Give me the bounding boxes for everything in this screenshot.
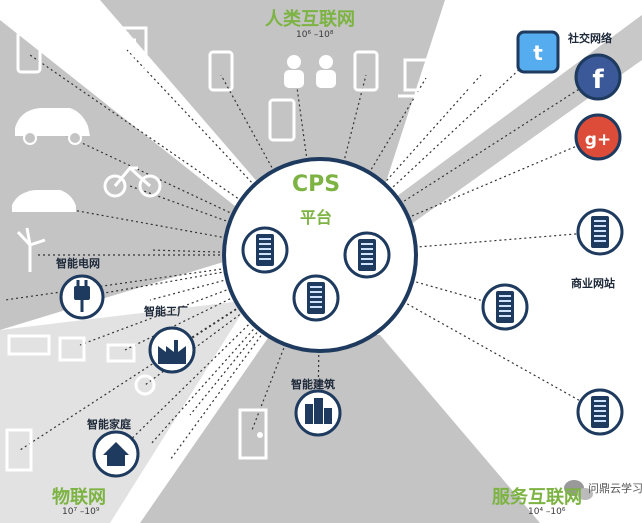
twitter-icon[interactable]: t	[516, 30, 560, 74]
building-icon	[294, 389, 342, 437]
door-icon	[238, 408, 268, 460]
internet-of-people-range: 10⁶ –10⁸	[296, 30, 334, 40]
server-slot	[310, 296, 322, 298]
misc-device-icons	[5, 334, 156, 472]
svg-text:f: f	[592, 65, 604, 95]
server-slot	[310, 286, 322, 288]
server-slot	[361, 248, 373, 250]
server-slot	[594, 225, 606, 227]
connector-line	[189, 254, 321, 416]
server-slot	[259, 243, 271, 245]
connector-line	[149, 254, 321, 301]
connector-line	[129, 185, 321, 256]
cps-hub-subtitle: 平台	[300, 208, 333, 227]
smart-factory-label: 智能工厂	[144, 305, 188, 318]
internet-of-things-range: 10⁷ –10⁹	[62, 507, 100, 517]
server-slot	[594, 230, 606, 232]
server-slot	[594, 240, 606, 242]
sector-bottom	[140, 335, 540, 523]
svg-text:g+: g+	[585, 130, 611, 150]
internet-of-services-title: 服务互联网	[492, 487, 582, 508]
server-slot	[499, 315, 511, 317]
factory-icon	[148, 326, 196, 374]
server-slot	[259, 238, 271, 240]
bicycle-icon	[103, 165, 162, 198]
server-slot	[361, 258, 373, 260]
cps-hub-title: CPS	[292, 172, 341, 197]
connector-line	[319, 77, 427, 256]
business-site-label: 商业网站	[571, 277, 615, 290]
google-plus-icon[interactable]: g+	[574, 113, 622, 161]
plug-icon	[59, 274, 105, 320]
connector-line	[29, 54, 321, 256]
connector-line	[171, 254, 321, 351]
server-slot	[594, 420, 606, 422]
server-slot	[499, 300, 511, 302]
watermark: 问鼎云学习	[588, 482, 642, 495]
connector-line	[4, 254, 321, 301]
svg-text:t: t	[533, 41, 543, 65]
wechat-icon	[564, 480, 593, 500]
facebook-icon[interactable]: f	[574, 53, 622, 101]
internet-of-people-title: 人类互联网	[265, 9, 355, 30]
server-slot	[259, 253, 271, 255]
social-network-label: 社交网络	[568, 32, 612, 45]
wind-turbine-icon	[16, 227, 46, 272]
server-slot	[594, 400, 606, 402]
internet-of-things-title: 物联网	[52, 487, 106, 508]
laptop-icon	[398, 58, 454, 98]
sector-left	[0, 20, 240, 330]
smart-grid-label: 智能电网	[56, 257, 100, 270]
server-slot	[259, 258, 271, 260]
sector-top	[100, 0, 445, 185]
connector-line	[319, 254, 601, 413]
phone-icon	[16, 30, 494, 142]
car-icon	[12, 190, 76, 212]
smart-building-label: 智能建筑	[291, 378, 335, 391]
connector-line	[169, 254, 321, 461]
server-slot	[259, 248, 271, 250]
server-slot	[594, 220, 606, 222]
service-servers	[481, 208, 624, 436]
server-slot	[361, 263, 373, 265]
medical-cabinet-icon	[106, 26, 148, 72]
cps-hub-circle	[222, 157, 418, 353]
server-slot	[499, 310, 511, 312]
electric-car-icon	[15, 108, 90, 145]
internet-of-services-range: 10⁴ –10⁶	[528, 507, 566, 517]
server-slot	[310, 301, 322, 303]
people-icon	[284, 55, 336, 88]
server-slot	[594, 410, 606, 412]
connector-line	[220, 74, 321, 256]
hub-servers	[241, 226, 391, 322]
server-slot	[310, 291, 322, 293]
smart-home-label: 智能家庭	[87, 418, 131, 431]
server-slot	[499, 305, 511, 307]
server-slot	[594, 415, 606, 417]
server-slot	[499, 295, 511, 297]
server-slot	[594, 405, 606, 407]
server-slot	[310, 306, 322, 308]
server-slot	[594, 235, 606, 237]
server-slot	[361, 253, 373, 255]
home-icon	[92, 430, 140, 478]
server-slot	[361, 243, 373, 245]
